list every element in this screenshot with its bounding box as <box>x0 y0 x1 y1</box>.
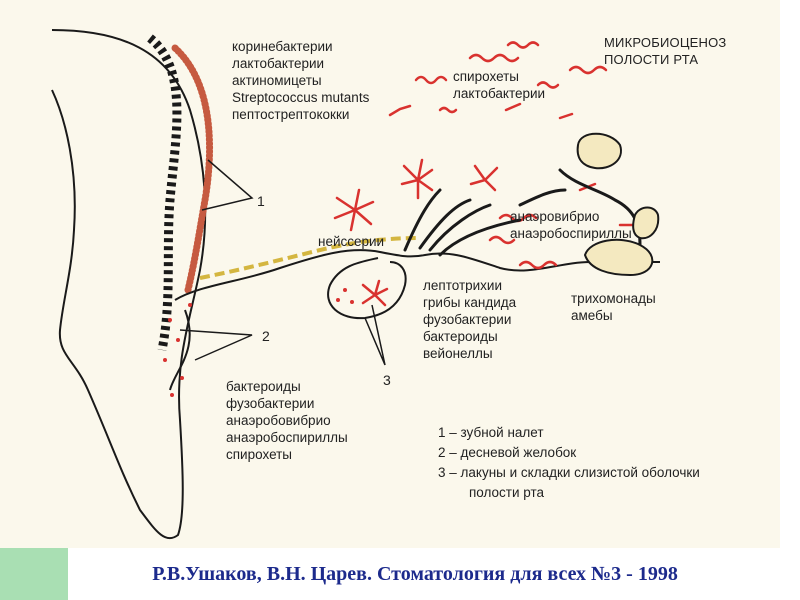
legend-item-3-cont: полости рта <box>438 483 700 503</box>
title-line-1: МИКРОБИОЦЕНОЗ <box>604 34 726 51</box>
label-anaerobic-right: анаэровибрио анаэробоспириллы <box>510 208 632 242</box>
marker-1: 1 <box>257 193 265 209</box>
diagram-title: МИКРОБИОЦЕНОЗ ПОЛОСТИ РТА <box>604 34 726 68</box>
label-bacteroides-mid: бактероиды <box>423 328 516 345</box>
label-group-mid: лептотрихии грибы кандида фузобактерии б… <box>423 277 516 362</box>
label-fusobacteria-low: фузобактерии <box>226 395 348 412</box>
legend-item-3: 3 – лакуны и складки слизистой оболочки <box>438 463 700 483</box>
label-candida: грибы кандида <box>423 294 516 311</box>
tooth-outline <box>52 30 205 538</box>
title-line-2: ПОЛОСТИ РТА <box>604 51 726 68</box>
label-anaerobovibrio: анаэробовибрио <box>226 412 348 429</box>
marker-2: 2 <box>262 328 270 344</box>
label-amoebae: амебы <box>571 307 656 324</box>
label-peptostreptococci: пептострептококки <box>232 106 369 123</box>
label-neisseria: нейссерии <box>318 233 384 250</box>
label-leptotrichia: лептотрихии <box>423 277 516 294</box>
label-lactobacteria: лактобактерии <box>232 55 369 72</box>
marker-3: 3 <box>383 372 391 388</box>
label-fusobacteria-mid: фузобактерии <box>423 311 516 328</box>
label-veillonella: вейонеллы <box>423 345 516 362</box>
protozoa <box>578 134 659 275</box>
label-protozoa: трихомонады амебы <box>571 290 656 324</box>
plaque-layer <box>175 48 210 290</box>
legend-item-2: 2 – десневой желобок <box>438 443 700 463</box>
label-bacteroides-low: бактероиды <box>226 378 348 395</box>
label-spirochetes-top: спирохеты <box>453 68 545 85</box>
label-group-top: спирохеты лактобактерии <box>453 68 545 102</box>
label-streptococcus: Streptococcus mutants <box>232 89 369 106</box>
legend-item-1: 1 – зубной налет <box>438 423 700 443</box>
label-anaerovibrio: анаэровибрио <box>510 208 632 225</box>
label-group-1: коринебактерии лактобактерии актиномицет… <box>232 38 369 123</box>
legend: 1 – зубной налет 2 – десневой желобок 3 … <box>438 423 700 503</box>
enamel-band <box>150 38 177 350</box>
diagram-figure: МИКРОБИОЦЕНОЗ ПОЛОСТИ РТА коринебактерии… <box>0 0 780 548</box>
leader-2 <box>180 330 252 360</box>
citation: Р.В.Ушаков, В.Н. Царев. Стоматология для… <box>0 548 800 600</box>
label-corynebacteria: коринебактерии <box>232 38 369 55</box>
label-lactobacteria-top: лактобактерии <box>453 85 545 102</box>
label-anaerospirilla-right: анаэробоспириллы <box>510 225 632 242</box>
label-anaerospirilla-low: анаэробоспириллы <box>226 429 348 446</box>
label-group-2: бактероиды фузобактерии анаэробовибрио а… <box>226 378 348 463</box>
label-trichomonads: трихомонады <box>571 290 656 307</box>
label-actinomycetes: актиномицеты <box>232 72 369 89</box>
label-spirochetes-low: спирохеты <box>226 446 348 463</box>
